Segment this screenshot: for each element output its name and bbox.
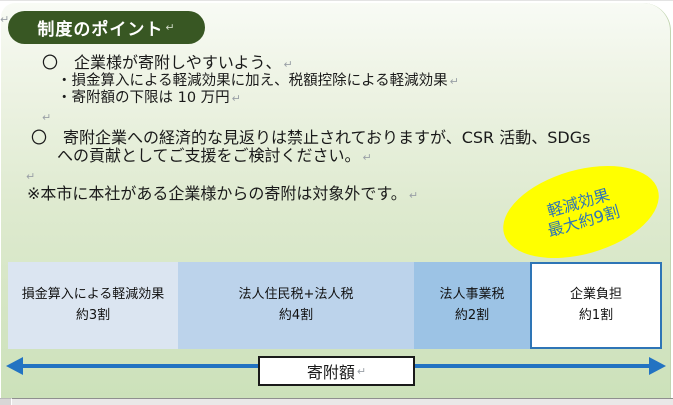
bullet1-subline2: ・寄附額の下限は 10 万円↵ [57, 90, 241, 107]
bullet1-sub2-text: ・寄附額の下限は 10 万円 [57, 90, 230, 106]
bar-segment-label: 損金算入による軽減効果 [21, 287, 165, 303]
paragraph-mark: ↵ [283, 58, 293, 71]
bar-segment-resident-corporate-tax: 法人住民税+法人税 約4割 [178, 262, 414, 349]
bullet2-line1-text: 〇 寄附企業への経済的な見返りは禁止されておりますが、CSR 活動、SDGs [31, 128, 591, 147]
bar-segment-deductible: 損金算入による軽減効果 約3割 [8, 262, 178, 349]
highlight-text: 軽減効果 最大約9割 [540, 183, 622, 241]
bar-segment-label: 企業負担 [569, 287, 622, 303]
scrollbar-corner [0, 398, 12, 405]
paragraph-mark: ↵ [165, 21, 176, 34]
donation-amount-label-box: 寄附額↵ [258, 356, 415, 386]
bullet1-text: 〇 企業様が寄附しやすいよう、 [42, 53, 282, 72]
note-line: ※本市に本社がある企業様からの寄附は対象外です。↵ [27, 184, 418, 203]
bar-segment-enterprise-tax: 法人事業税 約2割 [414, 262, 530, 349]
horizontal-scrollbar[interactable] [0, 398, 673, 405]
arrow-left-head-icon [6, 357, 23, 375]
bar-segment-share: 約3割 [75, 307, 111, 323]
paragraph-mark: ↵ [231, 92, 241, 105]
bullet1-line: 〇 企業様が寄附しやすいよう、↵ [42, 53, 293, 72]
paragraph-mark: ↵ [356, 364, 367, 378]
bullet2-line2-text: への貢献としてご支援をご検討ください。 [57, 146, 361, 165]
bar-segment-share: 約4割 [278, 307, 314, 323]
bullet1-subline1: ・損金算入による軽減効果に加え、税額控除による軽減効果↵ [57, 73, 459, 90]
note-text: ※本市に本社がある企業様からの寄附は対象外です。 [27, 184, 407, 203]
bullet2-line2: への貢献としてご支援をご検討ください。↵ [57, 146, 372, 165]
bar-segment-label: 法人事業税 [439, 287, 505, 303]
bullet1-sub1-text: ・損金算入による軽減効果に加え、税額控除による軽減効果 [57, 73, 448, 89]
paragraph-mark: ↵ [42, 111, 52, 124]
bar-segment-label: 法人住民税+法人税 [238, 287, 354, 303]
donation-amount-label: 寄附額 [306, 363, 355, 382]
paragraph-mark: ↵ [0, 13, 10, 26]
title-badge: 制度のポイント↵ [8, 11, 205, 44]
bar-segment-company-burden: 企業負担 約1割 [530, 262, 662, 349]
paragraph-mark: ↵ [26, 170, 36, 183]
bar-segment-share: 約2割 [454, 307, 490, 323]
paragraph-mark: ↵ [362, 151, 372, 164]
bar-segment-share: 約1割 [578, 307, 614, 323]
arrow-right-head-icon [649, 357, 666, 375]
bullet2-line1: 〇 寄附企業への経済的な見返りは禁止されておりますが、CSR 活動、SDGs [31, 128, 590, 147]
paragraph-mark: ↵ [449, 75, 459, 88]
title-badge-label: 制度のポイント [37, 20, 164, 40]
paragraph-mark: ↵ [408, 189, 419, 202]
